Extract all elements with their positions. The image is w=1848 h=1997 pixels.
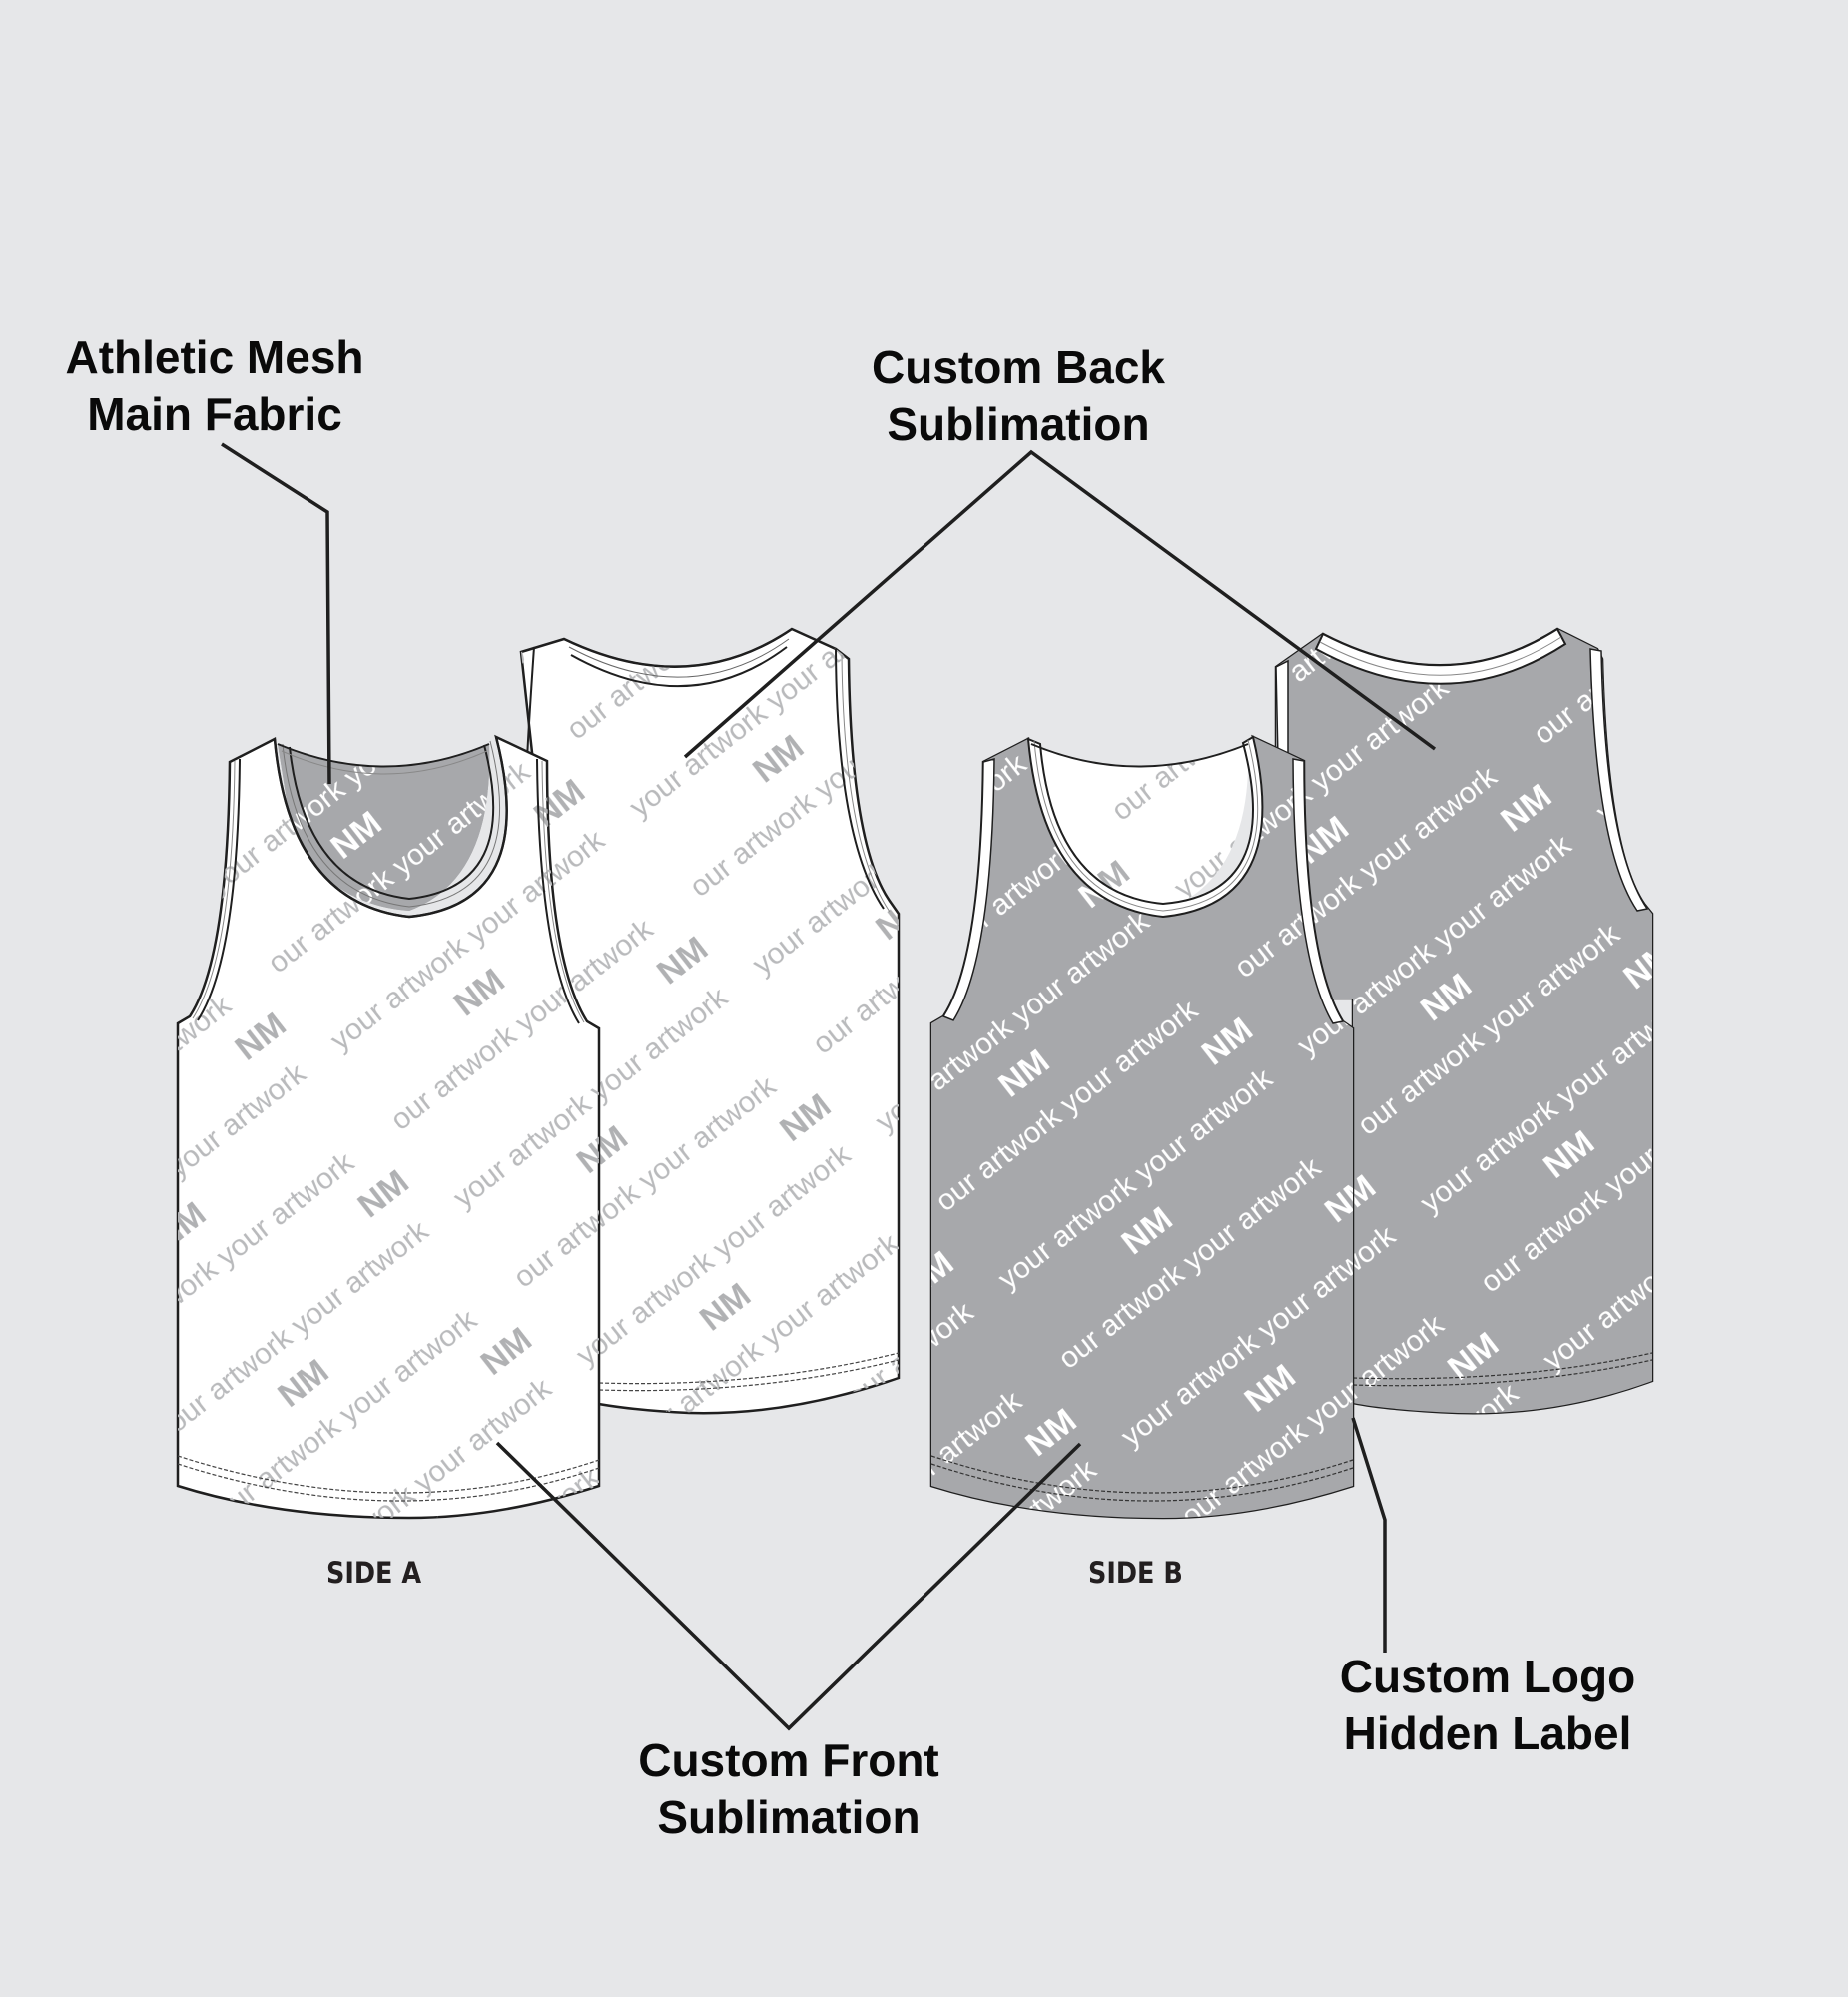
callout-label-line1: Custom Logo xyxy=(1339,1651,1636,1702)
callout-back-line2: Sublimation xyxy=(887,398,1150,450)
callout-custom-back-sublimation: Custom Back Sublimation xyxy=(839,339,1198,453)
side-a-front-garment xyxy=(176,734,601,1520)
side-b-back-garment xyxy=(1274,627,1654,1415)
callout-front-line2: Sublimation xyxy=(657,1791,921,1843)
leader-line-front-sublimation xyxy=(495,1441,1082,1731)
side-a-label: SIDE A xyxy=(326,1556,422,1590)
callout-athletic-mesh-line1: Athletic Mesh xyxy=(65,332,364,383)
callout-athletic-mesh: Athletic Mesh Main Fabric xyxy=(40,330,389,443)
leader-line-back-sublimation xyxy=(683,449,1437,759)
side-b-front-garment xyxy=(929,734,1355,1520)
leader-line-fabric xyxy=(221,442,331,785)
side-b-label: SIDE B xyxy=(1088,1556,1183,1590)
callout-back-line1: Custom Back xyxy=(872,341,1165,393)
side-a-back-garment xyxy=(519,627,901,1415)
callout-front-line1: Custom Front xyxy=(638,1734,939,1786)
callout-custom-front-sublimation: Custom Front Sublimation xyxy=(604,1732,973,1846)
callout-athletic-mesh-line2: Main Fabric xyxy=(87,388,342,440)
leader-lines xyxy=(221,442,1437,1731)
callout-custom-logo-hidden-label: Custom Logo Hidden Label xyxy=(1308,1649,1667,1762)
leader-line-hidden-label xyxy=(1351,1417,1387,1653)
callout-label-line2: Hidden Label xyxy=(1343,1707,1632,1759)
